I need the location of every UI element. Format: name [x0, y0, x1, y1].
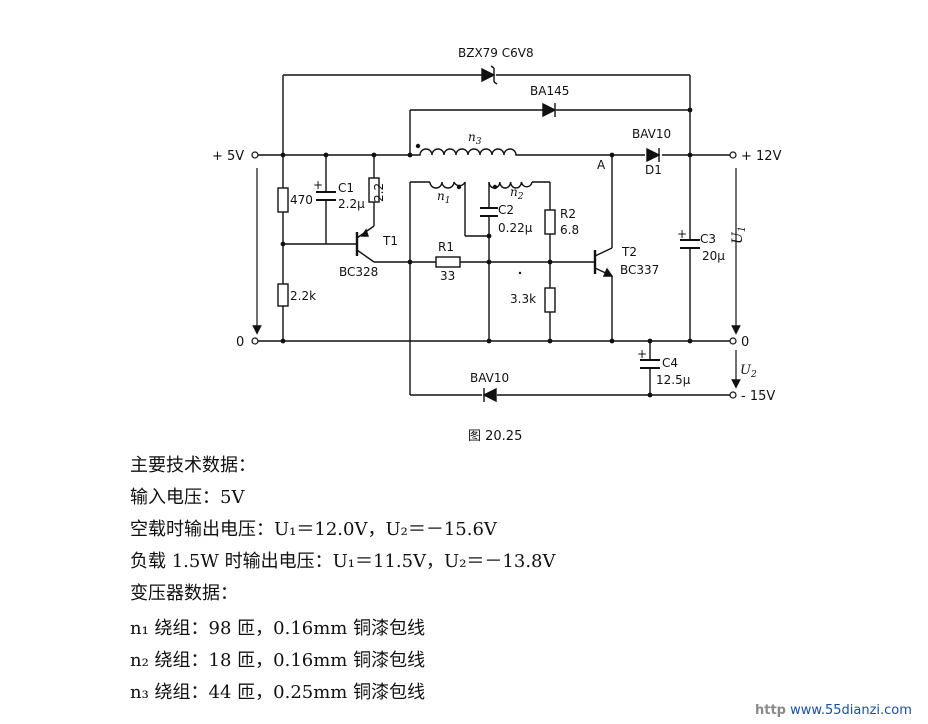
spec-n1-winding: n₁ 绕组：98 匝，0.16mm 铜漆包线	[130, 618, 426, 639]
label-minus15v: - 15V	[741, 389, 775, 404]
resistor-r1	[435, 256, 461, 268]
watermark: http www.55dianzi.com	[755, 703, 912, 718]
label-r470: 470	[290, 193, 313, 207]
spec-heading: 主要技术数据：	[130, 455, 256, 476]
diode-bav10-bottom	[482, 387, 497, 403]
watermark-domain: www.55dianzi.com	[790, 703, 912, 718]
label-u1: U1	[730, 226, 748, 244]
spec-full-load-output: 负载 1.5W 时输出电压：U₁＝11.5V，U₂＝－13.8V	[130, 551, 556, 572]
svg-text:+: +	[313, 178, 323, 192]
winding-dots	[415, 143, 522, 275]
terminal-plus12v	[729, 151, 737, 159]
resistor-470	[277, 187, 289, 213]
terminal-zero-left	[251, 337, 259, 345]
transistor-t2	[593, 247, 614, 277]
capacitor-c4	[640, 359, 660, 369]
label-r2k2: 2.2k	[290, 289, 316, 303]
terminal-zero-right	[729, 337, 737, 345]
label-plus12v: + 12V	[741, 149, 782, 164]
spec-input-voltage: 输入电压：5V	[130, 487, 245, 508]
label-r1-ref: R1	[438, 240, 454, 254]
capacitor-c3	[680, 239, 700, 249]
winding-n3	[412, 148, 532, 156]
resistor-3k3	[544, 287, 556, 313]
capacitor-c1	[316, 191, 336, 201]
capacitor-c2	[480, 207, 498, 217]
spec-transformer-heading: 变压器数据：	[130, 583, 238, 604]
label-r2-ref: R2	[560, 207, 576, 221]
resistor-2k2	[277, 283, 289, 307]
voltage-arrows	[252, 168, 741, 389]
junction-dots	[280, 107, 693, 398]
label-n3: n3	[468, 130, 482, 147]
label-t2-ref: T2	[621, 245, 637, 259]
capacitors	[316, 191, 700, 369]
label-r3k3: 3.3k	[510, 292, 536, 306]
label-c3-ref: C3	[700, 232, 716, 246]
spec-n3-winding: n₃ 绕组：44 匝，0.25mm 铜漆包线	[130, 682, 426, 703]
label-ba145: BA145	[530, 84, 569, 98]
diode-ba145	[542, 102, 557, 118]
wires	[258, 74, 730, 396]
spec-no-load-output: 空载时输出电压：U₁＝12.0V，U₂＝－15.6V	[130, 519, 497, 540]
transistors	[355, 225, 614, 277]
label-plus5v: + 5V	[212, 149, 244, 164]
diode-d1	[646, 147, 661, 163]
label-r2-value: 6.8	[560, 223, 579, 237]
transformer	[412, 148, 533, 189]
label-c1-ref: C1	[338, 181, 354, 195]
label-c1-value: 2.2μ	[338, 197, 365, 211]
winding-n1	[429, 181, 466, 189]
transistor-t1	[355, 225, 375, 263]
label-node-a: A	[597, 158, 606, 172]
label-t1-ref: T1	[382, 234, 398, 248]
label-c2-value: 0.22μ	[498, 221, 533, 235]
winding-n2	[488, 181, 533, 189]
label-d1-ref: D1	[645, 163, 662, 177]
label-n2: n2	[510, 185, 524, 202]
label-c2-ref: C2	[498, 203, 514, 217]
label-bav10-bottom: BAV10	[470, 371, 509, 385]
resistor-2r2	[368, 177, 380, 203]
label-c4-ref: C4	[662, 356, 678, 370]
svg-text:+: +	[677, 227, 687, 241]
resistors	[277, 177, 556, 313]
label-d1-type: BAV10	[632, 127, 671, 141]
terminal-plus5v	[251, 151, 259, 159]
terminals	[251, 151, 737, 399]
label-zero-right: 0	[741, 335, 749, 350]
label-u2: U2	[740, 363, 757, 380]
label-n1: n1	[437, 189, 450, 206]
svg-text:+: +	[637, 347, 647, 361]
diodes	[481, 65, 661, 403]
label-zener: BZX79 C6V8	[458, 46, 534, 60]
zener-diode	[481, 65, 498, 85]
label-t2-type: BC337	[620, 263, 659, 277]
label-r2r2: 2.2	[372, 183, 386, 202]
label-t1-type: BC328	[339, 265, 378, 279]
label-zero-left: 0	[236, 335, 244, 350]
dc-dc-converter-schematic: + + +	[212, 46, 782, 404]
resistor-r2	[544, 209, 556, 235]
label-c3-value: 20μ	[702, 249, 725, 263]
label-c4-value: 12.5μ	[656, 373, 691, 387]
watermark-prefix: http	[755, 703, 786, 718]
figure-caption: 图 20.25	[468, 429, 523, 444]
spec-n2-winding: n₂ 绕组：18 匝，0.16mm 铜漆包线	[130, 650, 426, 671]
terminal-minus15v	[729, 391, 737, 399]
polarity-marks: + + +	[313, 178, 687, 361]
label-r1-value: 33	[440, 269, 455, 283]
